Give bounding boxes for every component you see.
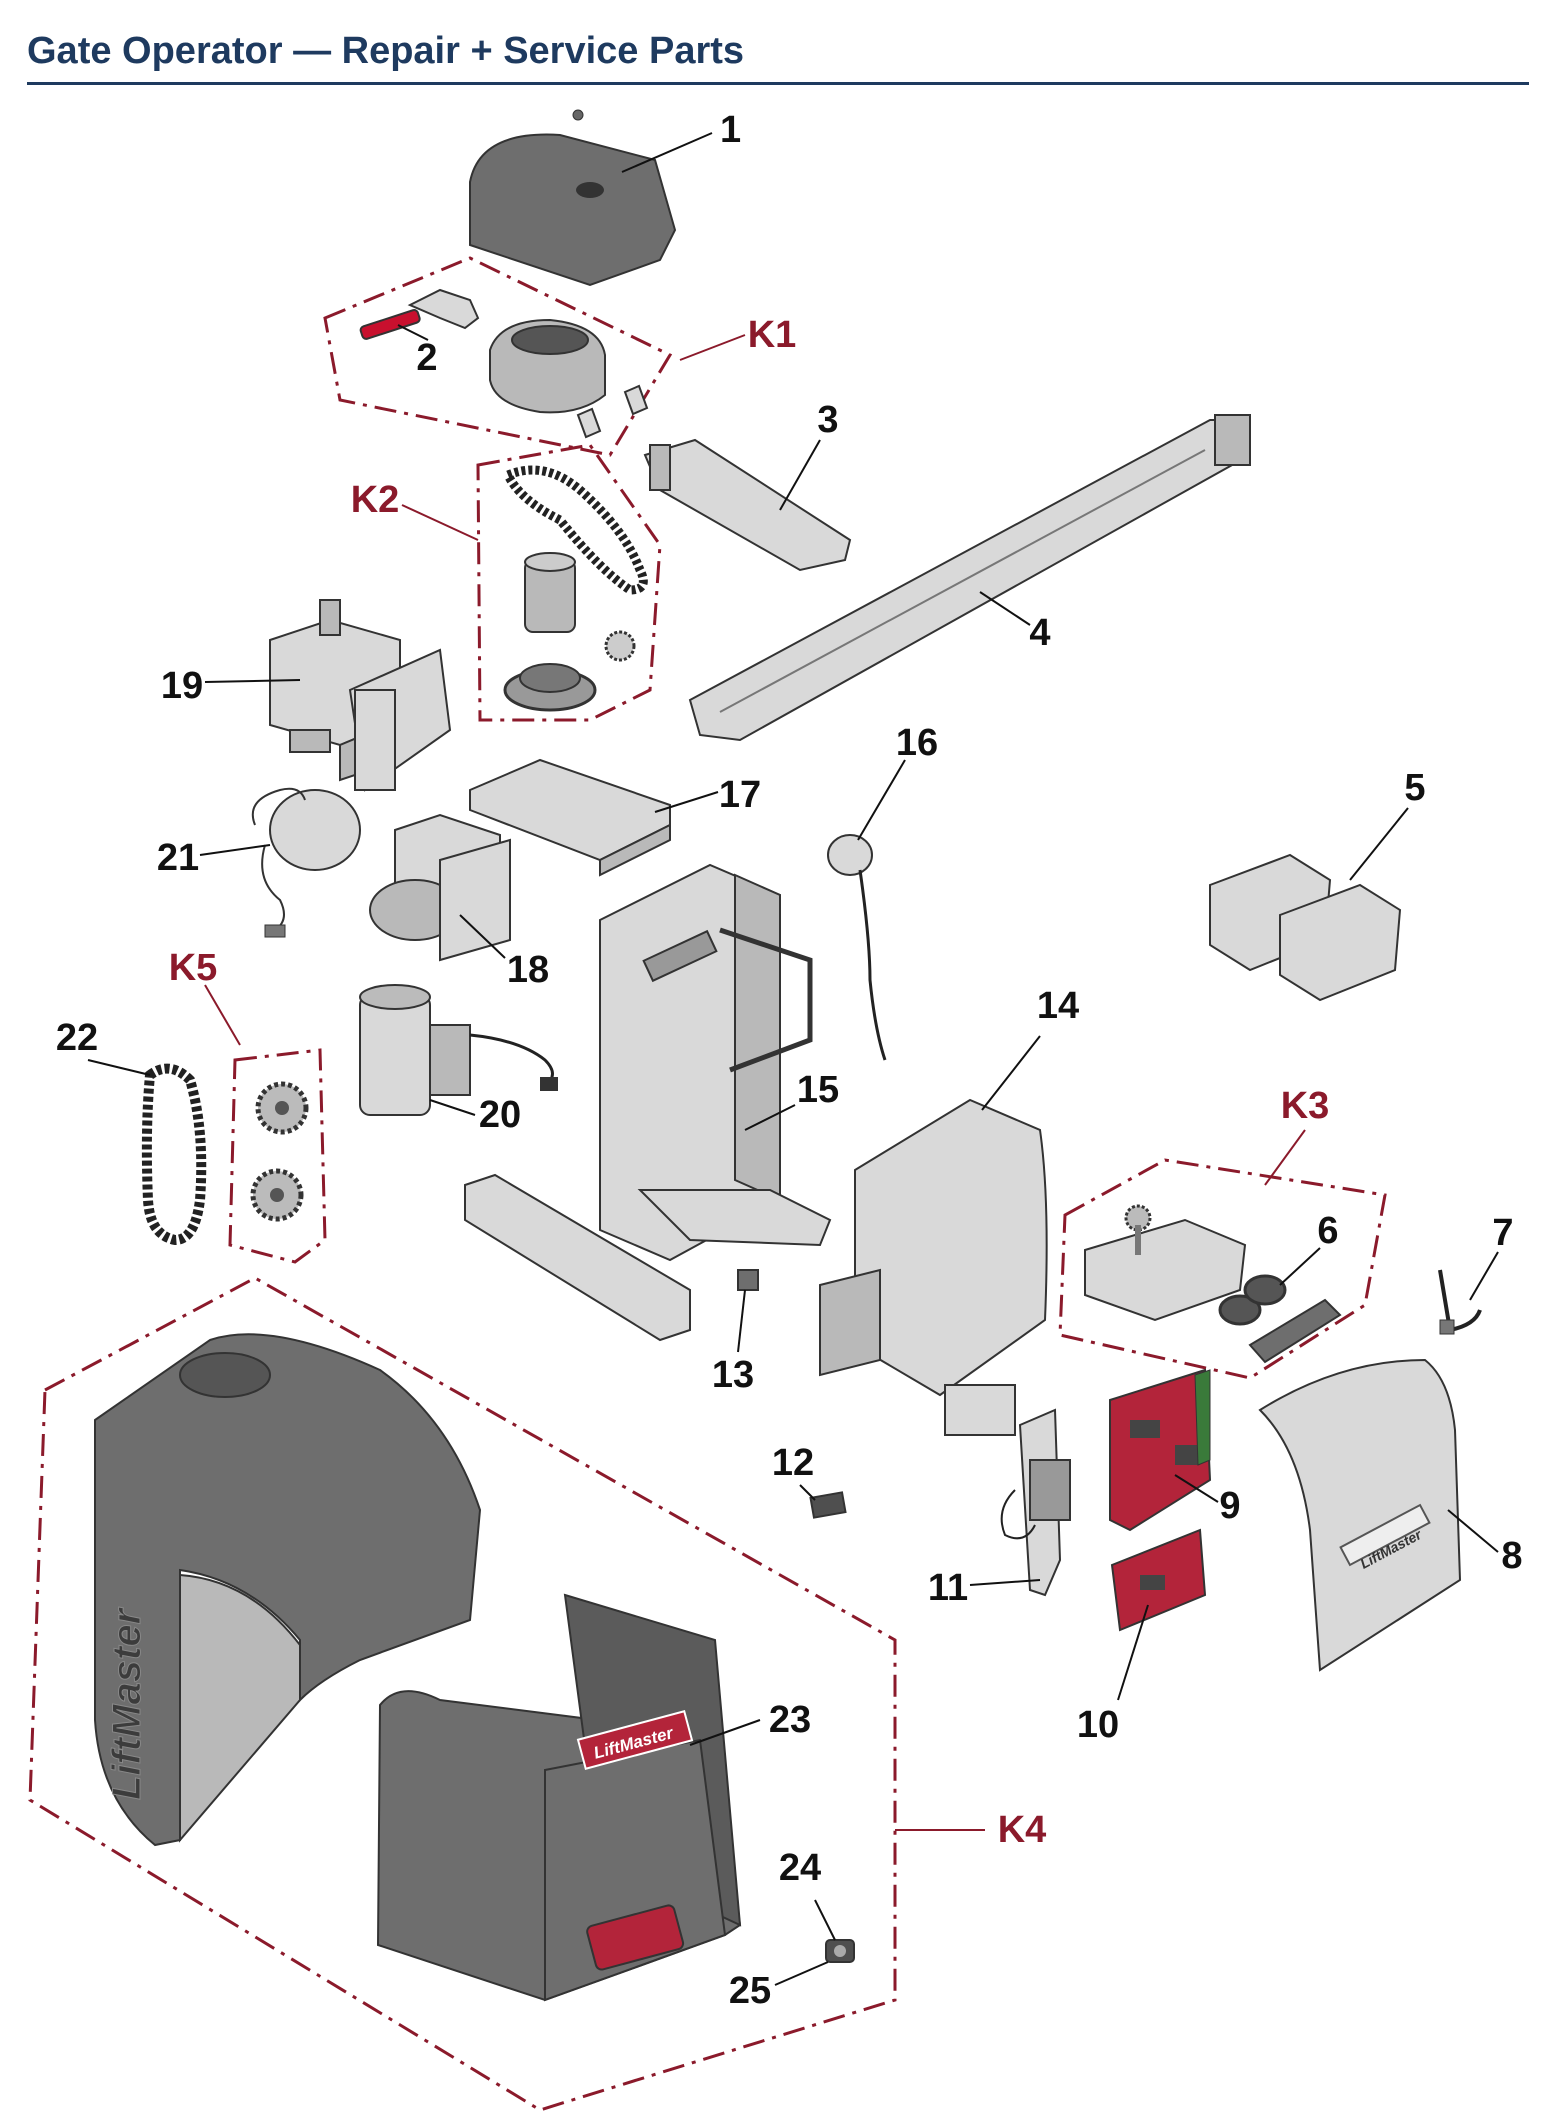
part-k1-clamp xyxy=(489,318,649,439)
page-title: Gate Operator — Repair + Service Parts xyxy=(27,30,745,72)
part-8-side-cover: LiftMaster xyxy=(1258,1358,1462,1672)
callout-3: 3 xyxy=(817,399,838,441)
part-3-arm xyxy=(643,438,852,572)
part-21-motor xyxy=(251,787,361,938)
part-4-rail xyxy=(688,414,1251,742)
leader-lines xyxy=(87,132,1499,1986)
part-19-gearbox xyxy=(269,599,452,792)
callout-11: 11 xyxy=(928,1567,968,1609)
part-18-gear-motor xyxy=(369,813,511,962)
part-k3-limit-assembly xyxy=(1084,1204,1247,1322)
kit-label-k1: K1 xyxy=(748,314,797,356)
callout-12: 12 xyxy=(772,1442,814,1484)
part-11-bracket xyxy=(1000,1408,1071,1597)
callout-17: 17 xyxy=(719,774,761,816)
callout-7: 7 xyxy=(1492,1212,1513,1254)
part-5-batteries xyxy=(1209,853,1402,1002)
kit-border-k3 xyxy=(1058,1158,1387,1380)
part-24-25-lock xyxy=(825,1939,855,1963)
callout-4: 4 xyxy=(1029,612,1050,654)
part-12-rocker-switch xyxy=(809,1491,847,1519)
kit-border-k4 xyxy=(28,1276,897,2112)
part-7-antenna xyxy=(1438,1269,1482,1335)
part-15-frame xyxy=(464,863,832,1342)
part-16-sensor xyxy=(827,834,887,1061)
part-6-limit-cams xyxy=(1218,1274,1342,1364)
part-k4-brand-mark: LiftMaster xyxy=(105,1606,149,1800)
part-22-chain xyxy=(141,1063,207,1246)
part-20-dc-motor xyxy=(359,984,558,1116)
part-17-tray xyxy=(469,758,671,877)
callout-5: 5 xyxy=(1404,767,1425,809)
kit-border-k5 xyxy=(228,1048,327,1264)
part-2-release-handle xyxy=(359,288,480,340)
part-1-top-cover xyxy=(469,109,677,287)
callout-21: 21 xyxy=(157,837,199,879)
callout-15: 15 xyxy=(797,1069,839,1111)
callout-1: 1 xyxy=(720,109,741,151)
kit-label-k2: K2 xyxy=(351,479,400,521)
callout-8: 8 xyxy=(1501,1535,1522,1577)
callout-20: 20 xyxy=(479,1094,521,1136)
callout-14: 14 xyxy=(1037,985,1079,1027)
part-k5-sprockets xyxy=(250,1081,309,1222)
part-k2-drive-components xyxy=(501,465,648,712)
part-10-secondary-board xyxy=(1110,1528,1207,1632)
kit-labels: K1 K2 K3 K4 K5 xyxy=(169,314,1330,1851)
title-rule xyxy=(27,82,1529,85)
part-9-main-board xyxy=(1109,1368,1212,1532)
callout-2: 2 xyxy=(416,337,437,379)
kit-border-k2 xyxy=(476,443,662,722)
part-23-front-cover: LiftMaster xyxy=(376,1593,742,2002)
callout-23: 23 xyxy=(769,1699,811,1741)
callout-numbers: 1 2 3 4 5 6 7 8 9 10 11 12 13 14 15 16 1… xyxy=(56,109,1523,2012)
part-k4-main-cover: LiftMaster xyxy=(94,1333,482,1847)
callout-16: 16 xyxy=(896,722,938,764)
part-14-control-box xyxy=(819,1098,1048,1436)
kit-leaders xyxy=(204,334,1306,1831)
callout-22: 22 xyxy=(56,1017,98,1059)
callout-10: 10 xyxy=(1077,1704,1119,1746)
part-13-switch xyxy=(737,1269,759,1291)
callout-25: 25 xyxy=(729,1970,771,2012)
kit-label-k3: K3 xyxy=(1281,1085,1330,1127)
callout-18: 18 xyxy=(507,949,549,991)
callout-19: 19 xyxy=(161,665,203,707)
kit-label-k4: K4 xyxy=(998,1809,1047,1851)
kit-label-k5: K5 xyxy=(169,947,218,989)
callout-24: 24 xyxy=(779,1847,821,1889)
callout-9: 9 xyxy=(1219,1485,1240,1527)
callout-13: 13 xyxy=(712,1354,754,1396)
callout-6: 6 xyxy=(1317,1210,1338,1252)
